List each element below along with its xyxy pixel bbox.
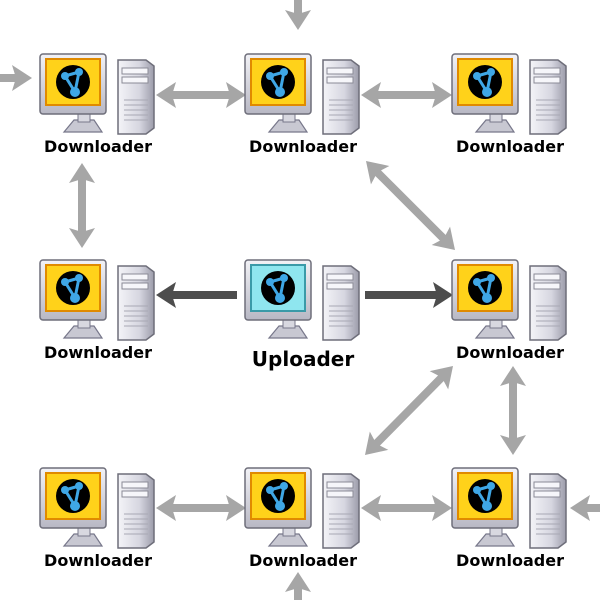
arrow-head-icon: [570, 495, 590, 521]
share-network-icon: [468, 479, 502, 513]
downloader-label: Downloader: [249, 137, 357, 156]
share-network-icon: [56, 479, 90, 513]
arrow-head-icon: [361, 495, 381, 521]
peer-arrow: [366, 161, 455, 250]
arrow-head-icon: [69, 163, 95, 183]
upload-arrow: [156, 282, 237, 308]
downloader-node: Downloader: [39, 259, 155, 362]
downloader-node: Downloader: [244, 53, 360, 156]
peer-arrow: [156, 495, 246, 521]
network-computer-icon: [451, 53, 567, 135]
arrow-head-icon: [431, 226, 455, 250]
arrow-head-icon: [365, 431, 389, 455]
arrow-head-icon: [429, 366, 453, 390]
peer-arrow: [361, 495, 452, 521]
uploader-label: Uploader: [252, 347, 355, 371]
peer-arrow: [0, 65, 32, 91]
arrow-head-icon: [156, 282, 176, 308]
network-computer-icon: [451, 467, 567, 549]
arrow-head-icon: [500, 366, 526, 386]
share-network-icon: [468, 65, 502, 99]
arrow-head-icon: [156, 82, 176, 108]
peer-arrow: [285, 572, 311, 600]
network-computer-icon: [244, 467, 360, 549]
arrow-shaft: [370, 371, 448, 450]
share-network-icon: [261, 479, 295, 513]
arrow-head-icon: [366, 161, 390, 185]
peer-arrow: [361, 82, 452, 108]
network-computer-icon: [39, 467, 155, 549]
network-computer-icon: [244, 53, 360, 135]
network-computer-icon: [39, 259, 155, 341]
arrow-head-icon: [69, 228, 95, 248]
upload-arrow: [365, 282, 453, 308]
peer-arrow: [156, 82, 246, 108]
share-network-icon: [468, 271, 502, 305]
downloader-label: Downloader: [456, 137, 564, 156]
arrow-head-icon: [156, 495, 176, 521]
share-network-icon: [261, 271, 295, 305]
downloader-node: Downloader: [244, 467, 360, 570]
arrow-head-icon: [226, 495, 246, 521]
network-computer-icon: [451, 259, 567, 341]
downloader-node: Downloader: [39, 467, 155, 570]
arrow-head-icon: [432, 82, 452, 108]
arrow-head-icon: [433, 282, 453, 308]
downloader-node: Downloader: [451, 53, 567, 156]
uploader-node: Uploader: [244, 259, 360, 371]
peer-arrow: [69, 163, 95, 248]
arrow-head-icon: [361, 82, 381, 108]
downloader-label: Downloader: [456, 343, 564, 362]
peer-arrow: [500, 366, 526, 455]
share-network-icon: [261, 65, 295, 99]
downloader-label: Downloader: [456, 551, 564, 570]
downloader-label: Downloader: [44, 137, 152, 156]
arrow-head-icon: [500, 435, 526, 455]
share-network-icon: [56, 271, 90, 305]
arrow-head-icon: [12, 65, 32, 91]
downloader-label: Downloader: [44, 343, 152, 362]
downloader-node: Downloader: [451, 259, 567, 362]
peer-arrow: [285, 0, 311, 30]
downloader-label: Downloader: [249, 551, 357, 570]
network-computer-icon: [39, 53, 155, 135]
arrow-head-icon: [285, 10, 311, 30]
network-computer-icon: [244, 259, 360, 341]
downloader-label: Downloader: [44, 551, 152, 570]
downloader-node: Downloader: [451, 467, 567, 570]
peer-arrow: [570, 495, 600, 521]
peer-arrow: [365, 366, 453, 455]
arrow-head-icon: [432, 495, 452, 521]
arrow-shaft: [371, 166, 450, 245]
arrow-head-icon: [285, 572, 311, 592]
share-network-icon: [56, 65, 90, 99]
arrow-head-icon: [226, 82, 246, 108]
downloader-node: Downloader: [39, 53, 155, 156]
